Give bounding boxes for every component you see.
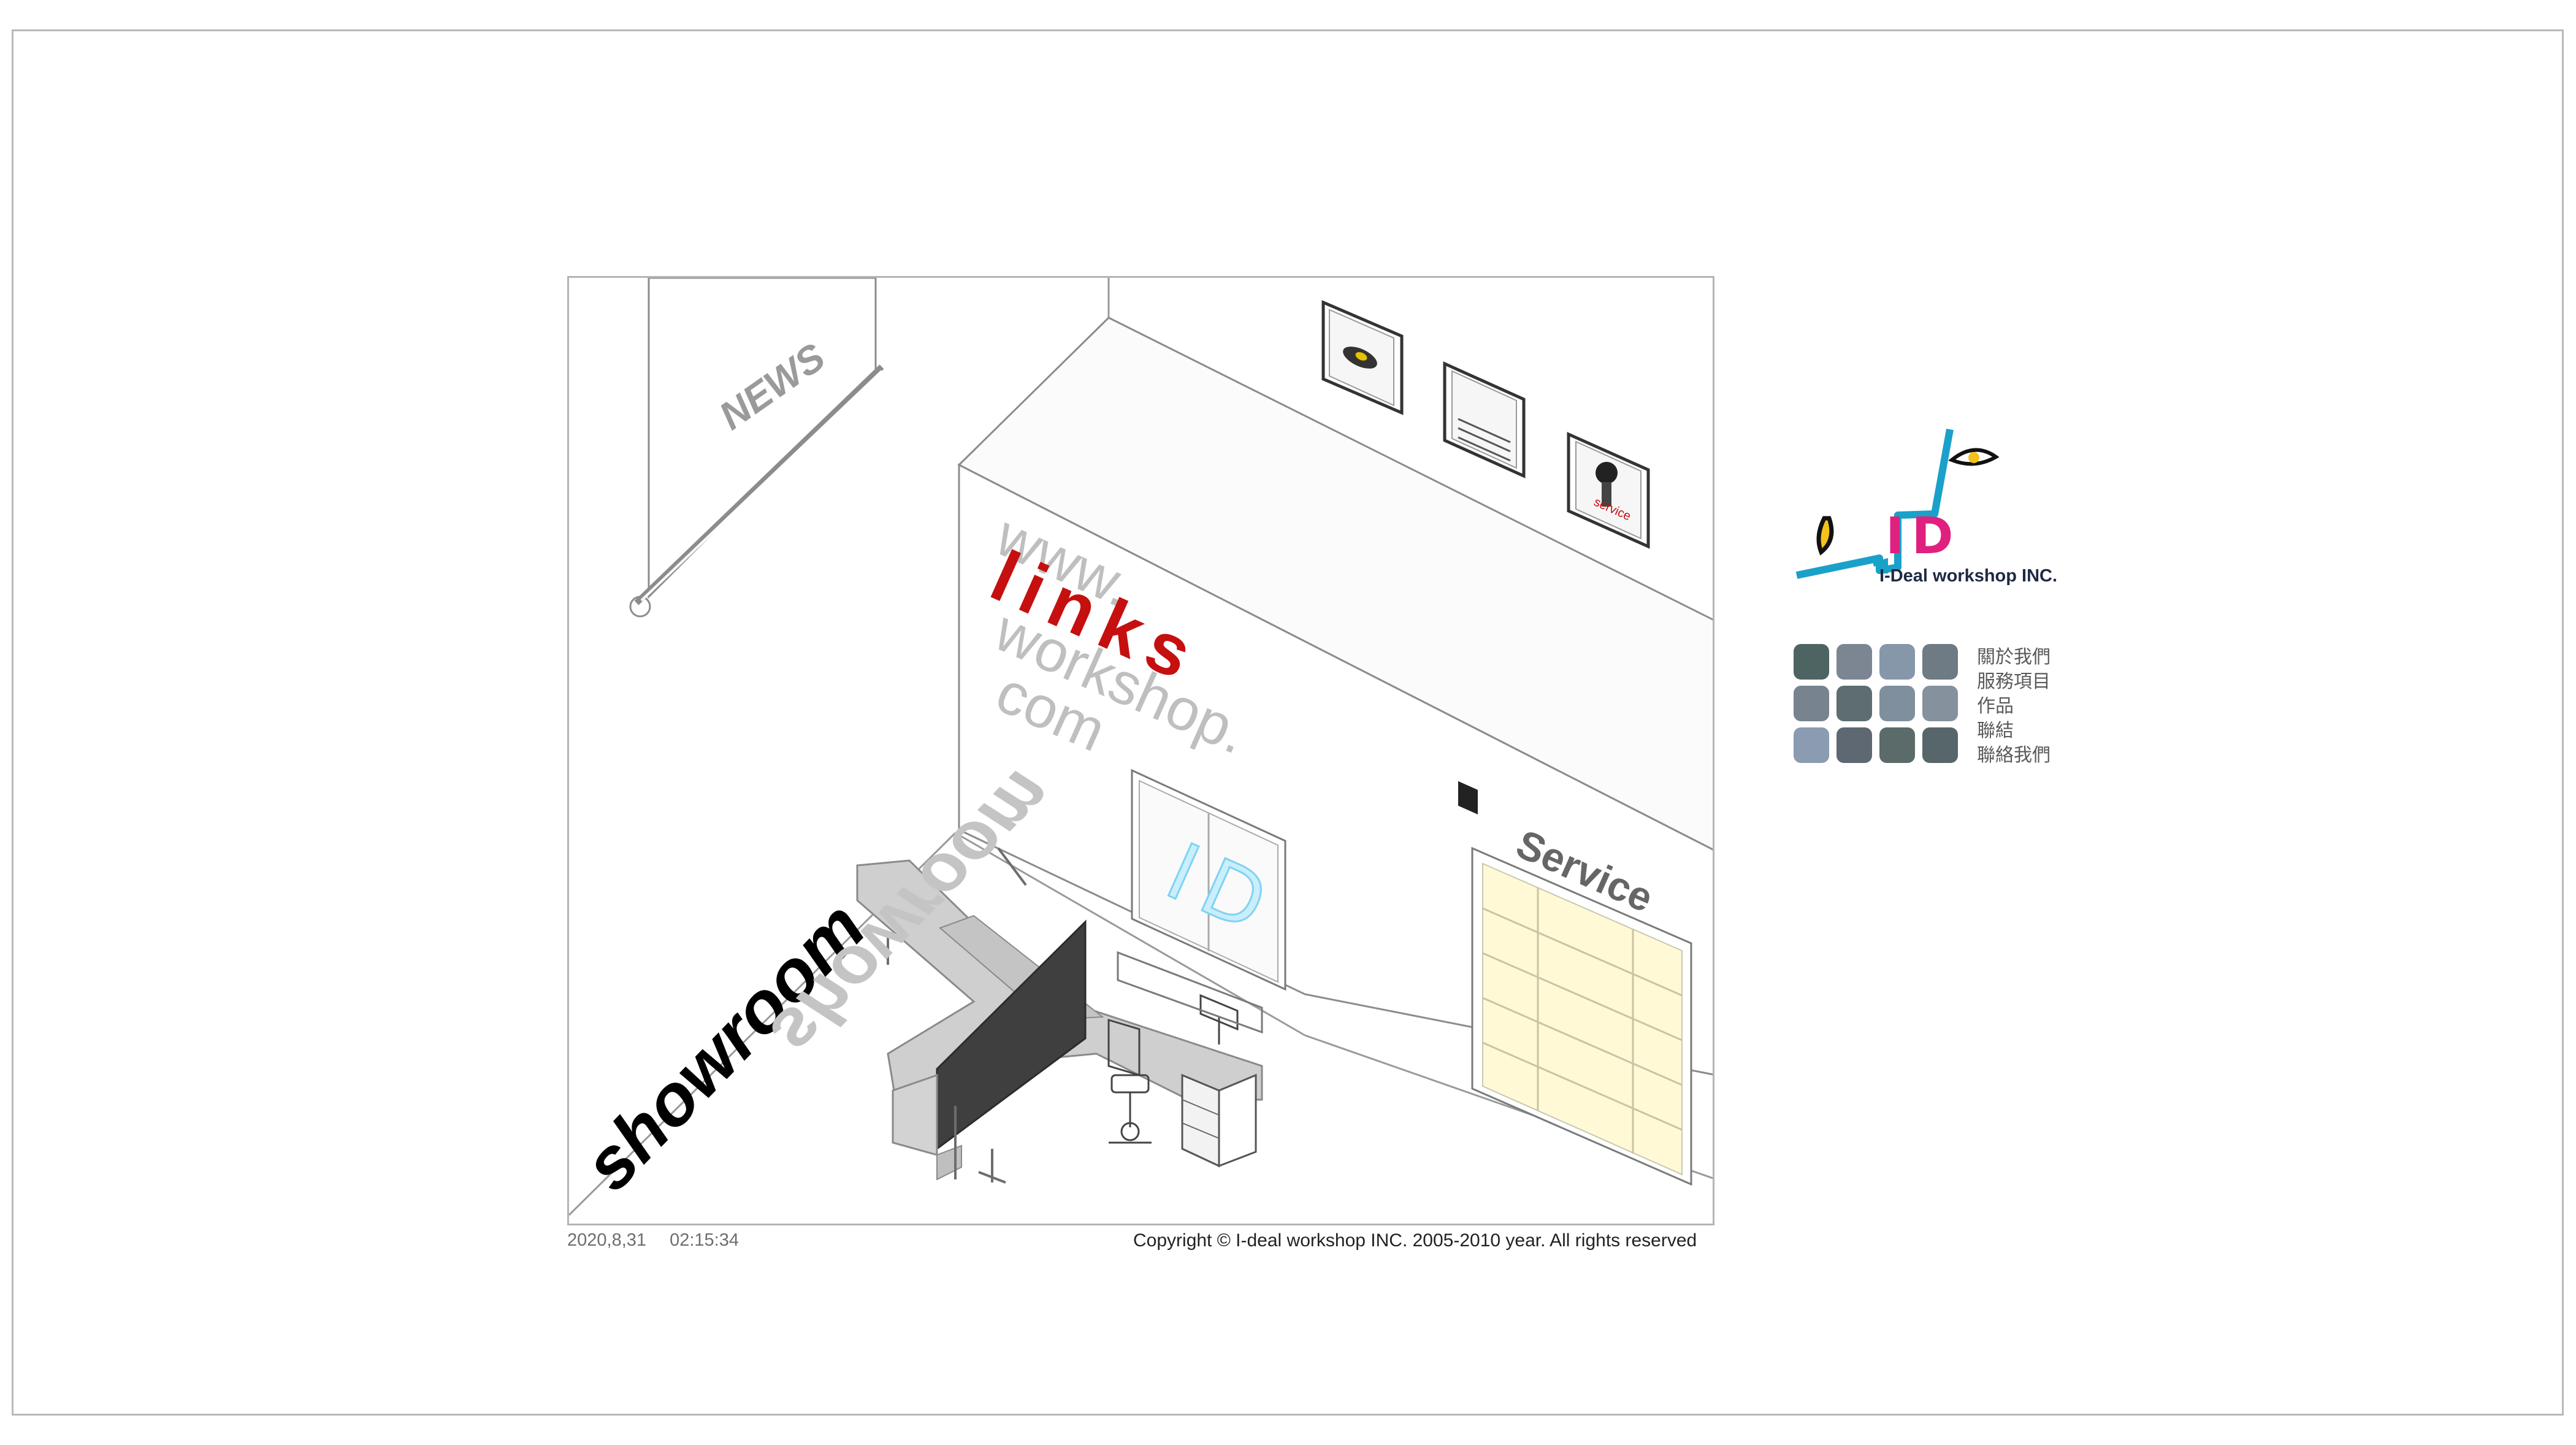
nav-tile[interactable] [1922, 644, 1958, 680]
nav-tiles [1794, 644, 2161, 779]
logo-mark-text: ID [1886, 507, 1961, 565]
nav-tile[interactable] [1922, 686, 1958, 721]
footer-datetime: 2020,8,31 02:15:34 [567, 1230, 757, 1251]
footer-time: 02:15:34 [670, 1230, 739, 1250]
wall-frame-info[interactable] [1443, 361, 1526, 814]
nav-tile[interactable] [1794, 686, 1829, 721]
wall-frame-mouse[interactable] [1321, 300, 1404, 415]
nav-item-services[interactable]: 服務項目 [1977, 671, 2050, 692]
nav-tile[interactable] [1879, 644, 1915, 680]
page-frame [12, 29, 2564, 1416]
nav-item-contact[interactable]: 聯絡我們 [1977, 745, 2050, 766]
showroom-scene: NEWS service www. [567, 276, 1714, 1225]
nav-tile[interactable] [1922, 727, 1958, 763]
nav-tile[interactable] [1879, 686, 1915, 721]
footer-date: 2020,8,31 [567, 1230, 647, 1250]
nav-tile[interactable] [1879, 727, 1915, 763]
logo-company-name: I-Deal workshop INC. [1879, 566, 2057, 586]
nav-tile[interactable] [1794, 727, 1829, 763]
nav-tile[interactable] [1836, 686, 1872, 721]
nav-item-about[interactable]: 關於我們 [1977, 646, 2050, 668]
service-shelf[interactable]: Service [1471, 821, 1692, 1186]
nav-menu: 關於我們 服務項目 作品 聯結 聯絡我們 [1977, 645, 2050, 768]
nav-tile[interactable] [1836, 644, 1872, 680]
news-banner[interactable]: NEWS [629, 278, 884, 618]
scene-illustration: NEWS service www. [569, 278, 1713, 1216]
footer-copyright: Copyright © I-deal workshop INC. 2005-20… [1133, 1230, 1697, 1251]
company-logo[interactable]: ID I-Deal workshop INC. [1794, 423, 2088, 601]
nav-tile[interactable] [1794, 644, 1829, 680]
id-logo-mark: ID I-Deal workshop INC. [1795, 428, 2057, 586]
nav-item-works[interactable]: 作品 [1977, 696, 2014, 717]
nav-tile[interactable] [1836, 727, 1872, 763]
wall-frame-service[interactable]: service [1567, 432, 1650, 549]
entrance-door[interactable]: ID [1131, 768, 1293, 991]
showroom-desk[interactable] [856, 847, 1263, 1184]
nav-item-links[interactable]: 聯結 [1977, 720, 2014, 742]
